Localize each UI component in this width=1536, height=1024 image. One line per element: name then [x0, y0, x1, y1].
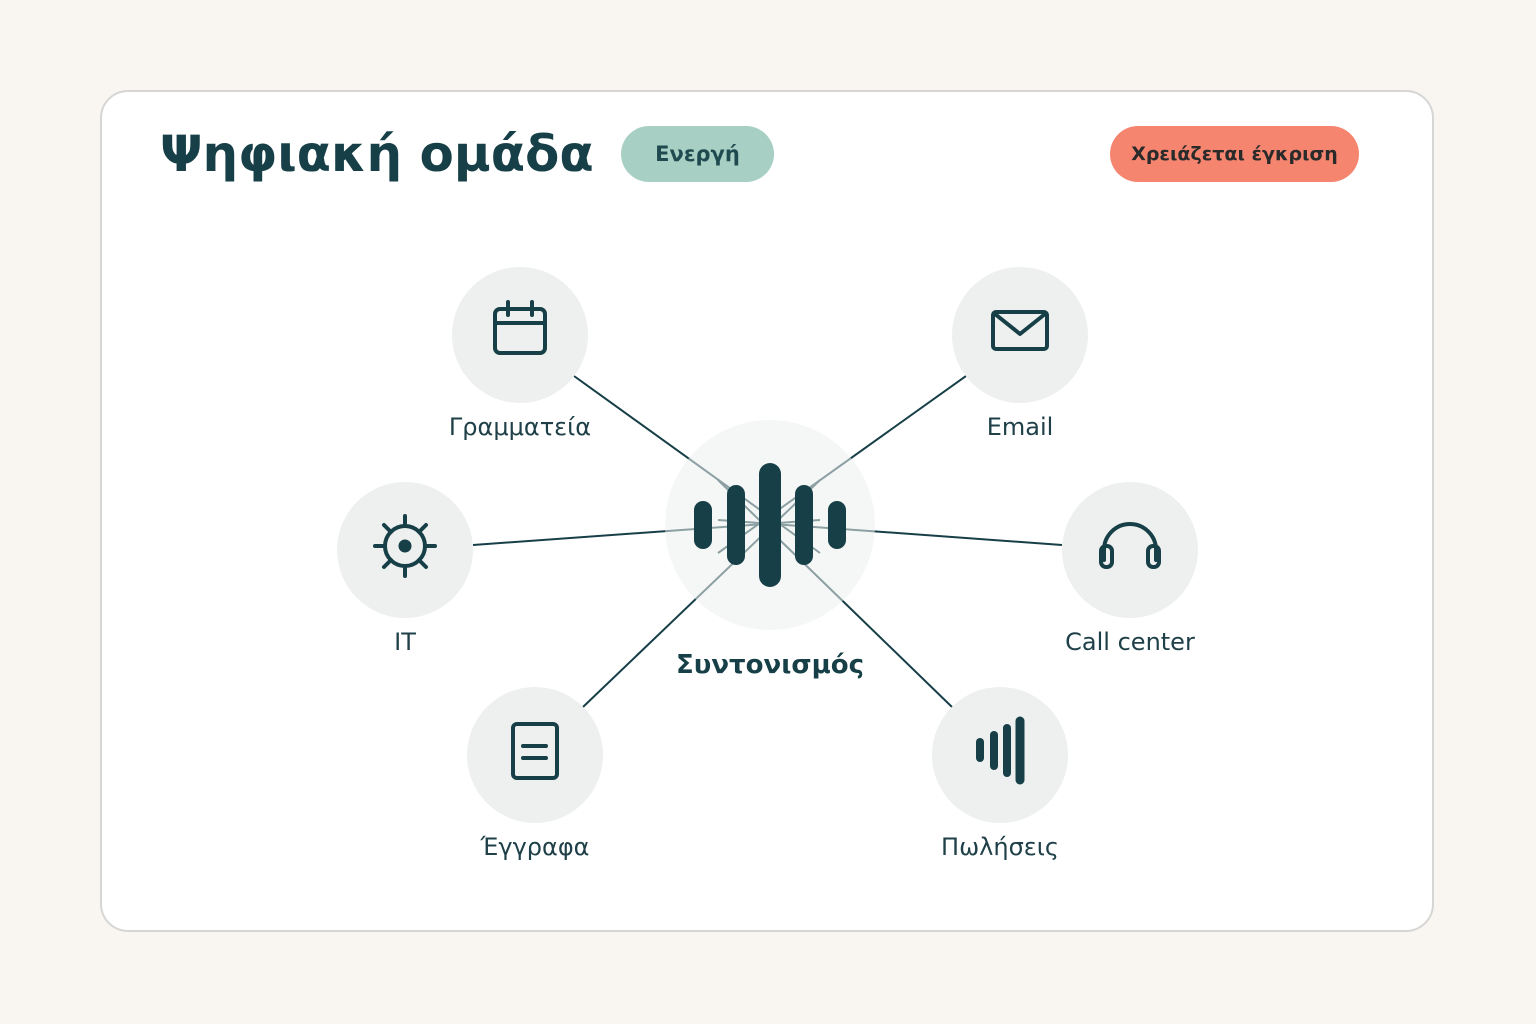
gear-icon	[373, 514, 437, 578]
calendar-icon	[493, 300, 547, 355]
page-title: Ψηφιακή ομάδα	[160, 125, 594, 183]
soundwave-icon	[694, 463, 846, 587]
node-it[interactable]: IT	[337, 482, 473, 656]
node-label-email: Email	[987, 413, 1054, 441]
hub-node[interactable]: Συντονισμός	[665, 420, 875, 680]
node-call-center[interactable]: Call center	[1062, 482, 1198, 656]
node-label-it: IT	[394, 628, 416, 656]
node-secretariat[interactable]: Γραμματεία	[449, 267, 591, 441]
envelope-icon	[991, 310, 1049, 351]
approval-badge[interactable]: Χρειάζεται έγκριση	[1110, 126, 1359, 182]
node-label-secretariat: Γραμματεία	[449, 413, 591, 441]
hub-label: Συντονισμός	[676, 650, 864, 680]
headphones-icon	[1099, 522, 1161, 569]
node-label-documents: Έγγραφα	[479, 833, 589, 861]
signal-bars-icon	[976, 716, 1025, 785]
document-icon	[511, 722, 559, 780]
node-documents[interactable]: Έγγραφα	[467, 687, 603, 861]
node-email[interactable]: Email	[952, 267, 1088, 441]
node-label-call-center: Call center	[1065, 628, 1195, 656]
node-sales[interactable]: Πωλήσεις	[932, 687, 1068, 861]
status-badge: Ενεργή	[621, 126, 774, 182]
node-label-sales: Πωλήσεις	[941, 833, 1059, 861]
